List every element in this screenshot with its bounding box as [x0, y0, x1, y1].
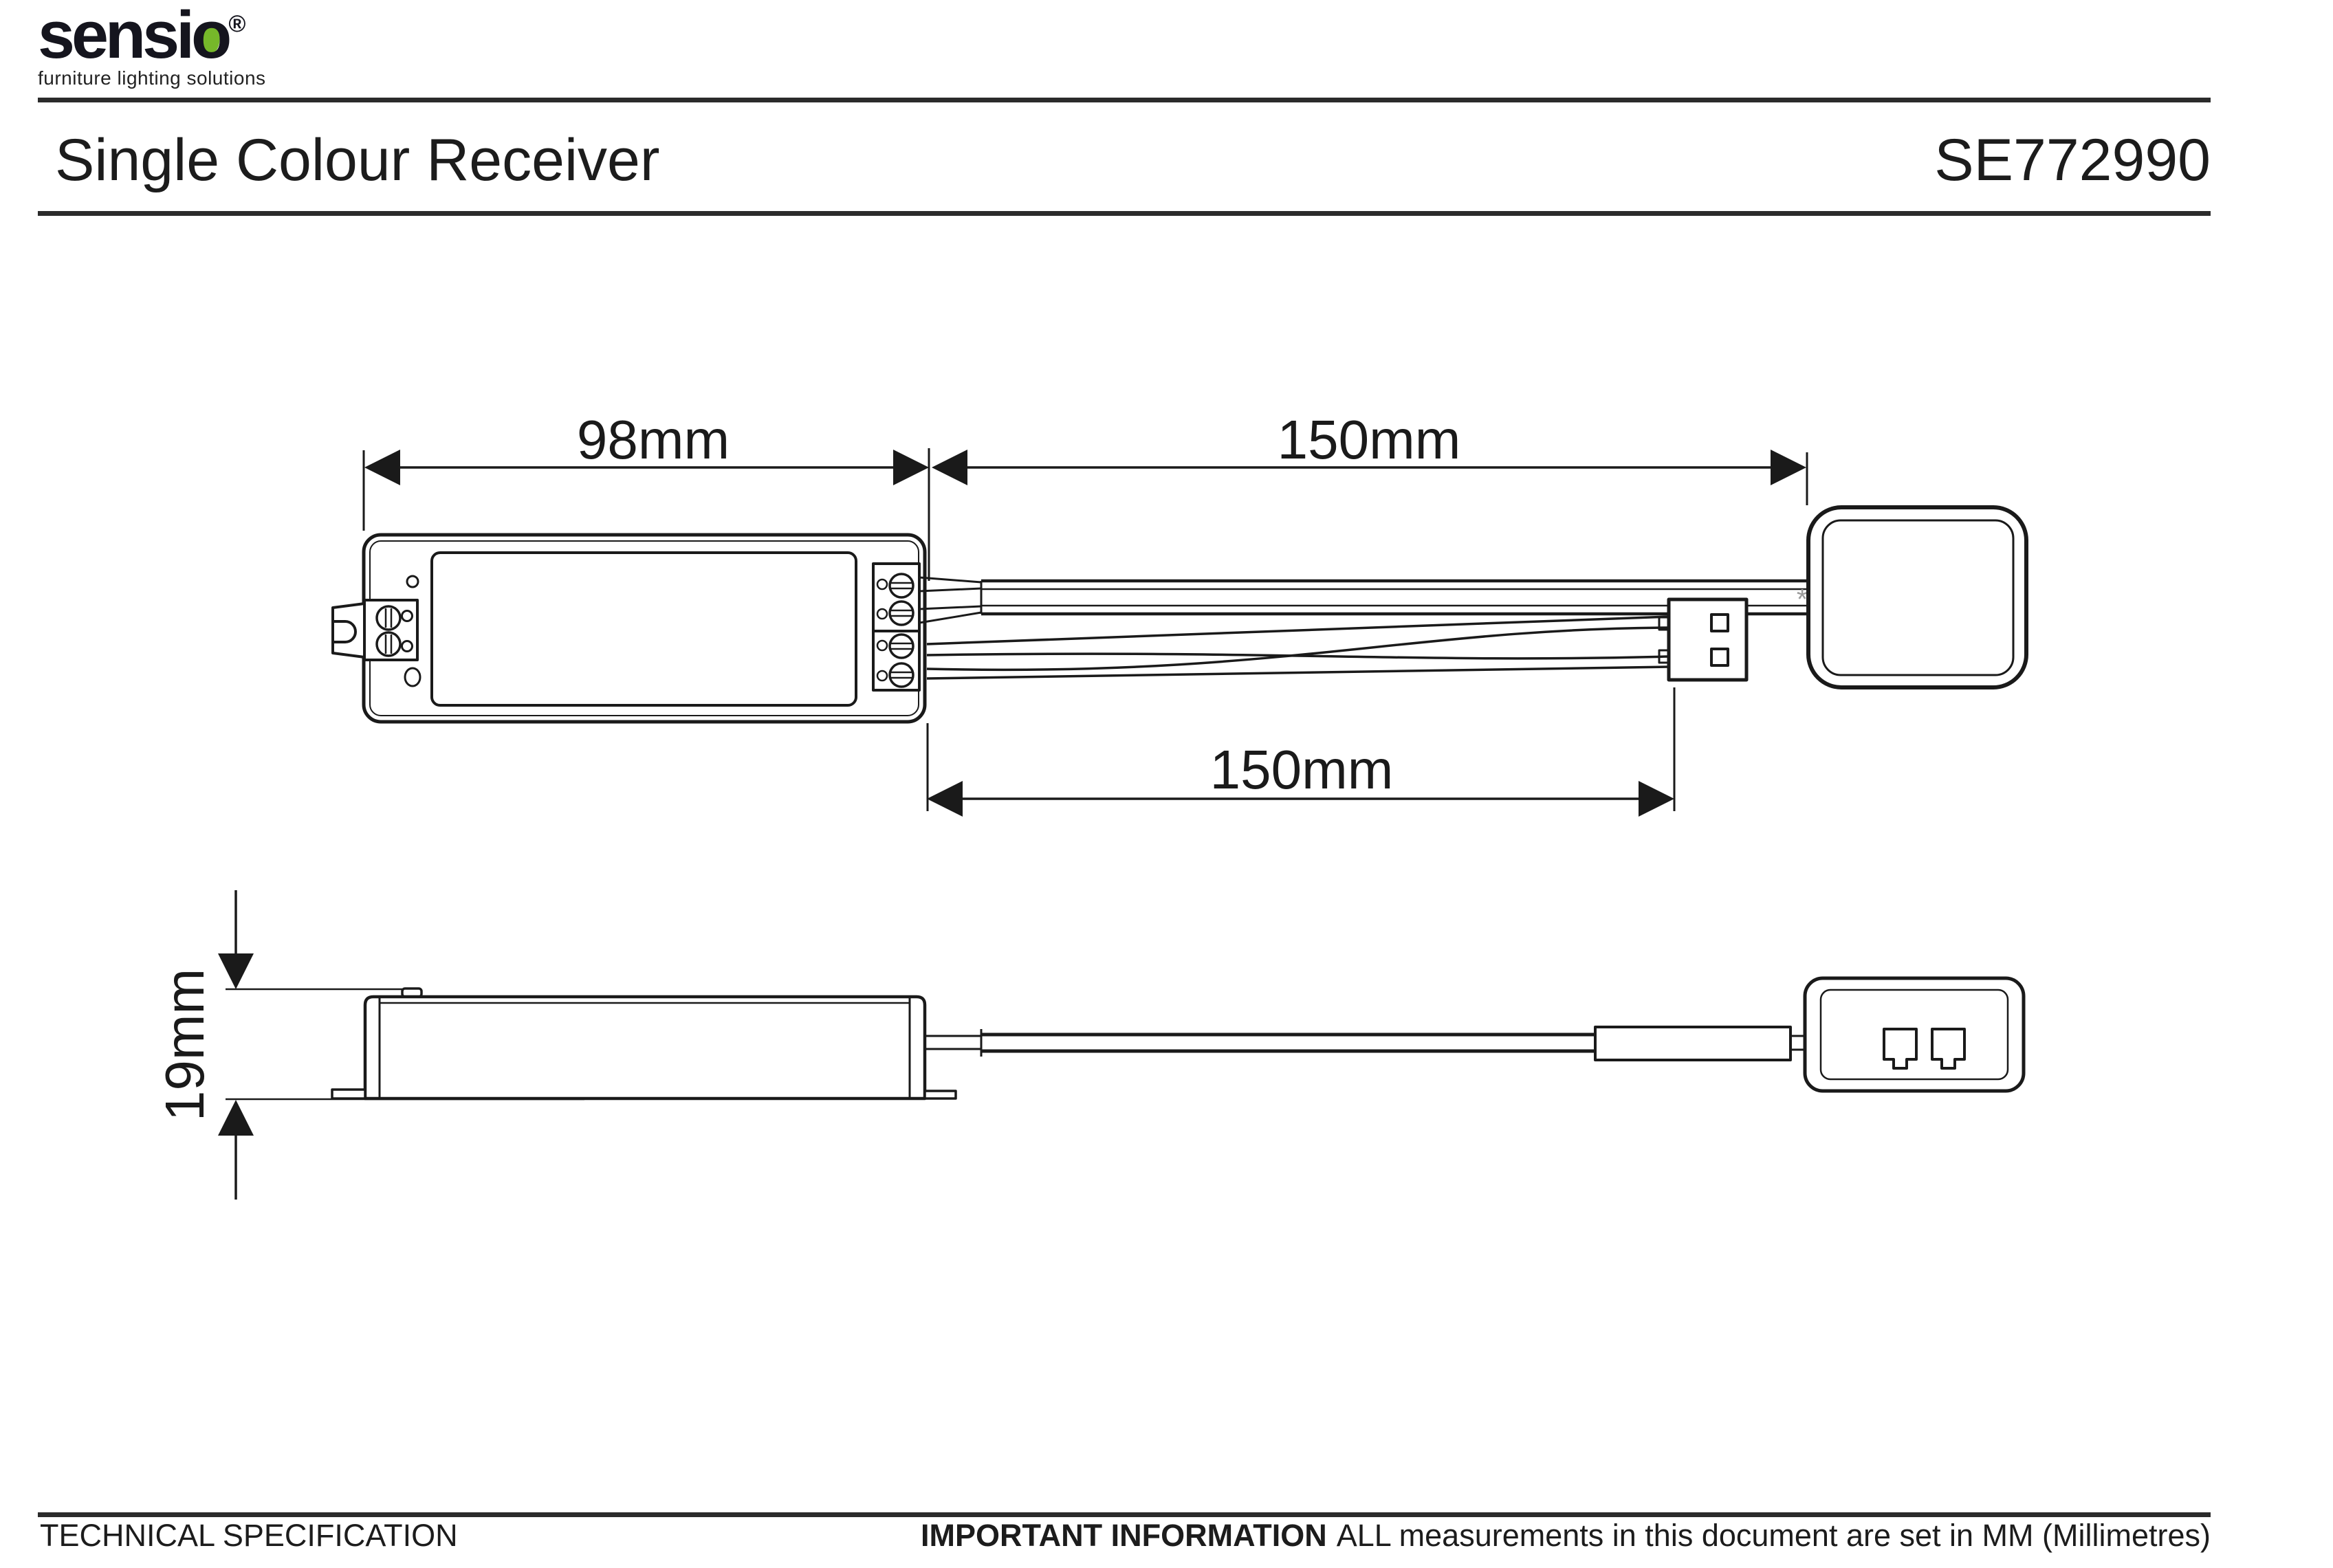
- side-left-foot: [331, 1088, 366, 1100]
- dimension-98mm: 98mm: [362, 409, 930, 581]
- input-terminal-block: [363, 599, 419, 661]
- sensor-port-2: [1931, 1028, 1966, 1070]
- logo-green-dot: [199, 23, 220, 54]
- footer-important-info: IMPORTANT INFORMATION ALL measurements i…: [921, 1518, 2211, 1554]
- dimension-150mm-top: 150mm: [932, 409, 1808, 505]
- footer-important-bold: IMPORTANT INFORMATION: [920, 1518, 1327, 1553]
- connector-side-view: [1594, 1026, 1805, 1061]
- receiver-top-view: [331, 533, 927, 724]
- receiver-label-area: [430, 551, 857, 707]
- connector-cable-top-view: [926, 615, 1669, 680]
- footer-rule: [38, 1512, 2211, 1517]
- dimension-150mm-bottom: 150mm: [926, 687, 1676, 817]
- sensor-side-view: [1803, 976, 2026, 1093]
- junction-marker: *: [1797, 583, 1808, 615]
- product-code: SE772990: [1934, 127, 2211, 193]
- connector-top-view: [1658, 597, 1749, 682]
- page-title: Single Colour Receiver: [55, 127, 660, 193]
- dim-98mm-label: 98mm: [577, 409, 730, 470]
- header-rule-bottom: [38, 211, 2211, 216]
- registered-trademark-icon: ®: [228, 11, 246, 37]
- dim-19mm-label: 19mm: [154, 969, 215, 1121]
- cable-side-view: [925, 1029, 1595, 1057]
- mounting-tab: [331, 602, 365, 659]
- receiver-side-view: [331, 987, 957, 1101]
- receiver-hole-bottom: [404, 667, 421, 687]
- footer-section-label: TECHNICAL SPECIFICATION: [40, 1518, 458, 1553]
- logo-tagline: furniture lighting solutions: [38, 67, 266, 89]
- receiver-hole-top: [406, 575, 419, 588]
- side-right-foot: [923, 1090, 957, 1100]
- output-terminal-block: [872, 562, 921, 692]
- footer-important-text: ALL measurements in this document are se…: [1336, 1518, 2211, 1553]
- dim-150mm-top-label: 150mm: [1278, 409, 1461, 470]
- sensor-top-view: [1806, 505, 2028, 689]
- dimension-19mm: 19mm: [154, 890, 584, 1200]
- sensor-port-1: [1883, 1028, 1918, 1070]
- dim-150mm-bottom-label: 150mm: [1210, 739, 1394, 800]
- header-rule-top: [38, 98, 2211, 102]
